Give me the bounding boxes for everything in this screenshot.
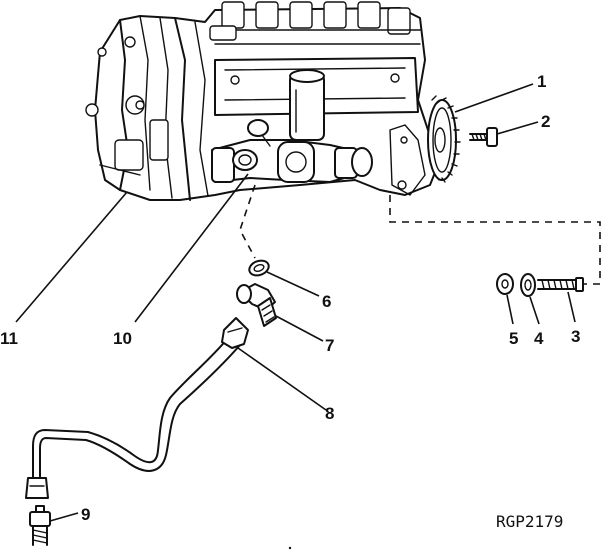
injection-pump-body <box>85 1 441 201</box>
delivery-valve-row <box>209 1 421 45</box>
lock-washer-item-4 <box>520 273 536 297</box>
leader-lines <box>15 83 576 522</box>
callout-6: 6 <box>322 292 331 311</box>
washer-item-5 <box>496 273 514 295</box>
figure-reference-code: RGP2179 <box>496 512 563 531</box>
callout-2: 2 <box>541 112 550 131</box>
stray-mark <box>288 546 292 550</box>
callout-5: 5 <box>509 329 518 348</box>
assembly-guide-lines <box>239 184 601 285</box>
drive-gear <box>427 95 461 183</box>
elbow-fitting-item-7 <box>236 283 277 327</box>
callout-10: 10 <box>113 329 132 348</box>
fuel-line-item-8 <box>25 317 249 499</box>
callout-11: 11 <box>0 329 18 348</box>
screw-item-3 <box>537 277 584 292</box>
callout-3: 3 <box>571 327 580 346</box>
callout-labels: 1 2 3 4 5 6 7 8 9 10 11 <box>0 72 580 524</box>
o-ring-item-6 <box>248 259 270 277</box>
callout-7: 7 <box>325 336 334 355</box>
callout-9: 9 <box>81 505 90 524</box>
callout-8: 8 <box>325 404 334 423</box>
callout-4: 4 <box>534 329 544 348</box>
callout-1: 1 <box>537 72 546 91</box>
fuel-filter-housing <box>289 69 325 141</box>
adapter-fitting-item-9 <box>29 505 51 546</box>
fuel-transfer-pump <box>211 119 373 183</box>
gear-bolt <box>469 127 498 147</box>
